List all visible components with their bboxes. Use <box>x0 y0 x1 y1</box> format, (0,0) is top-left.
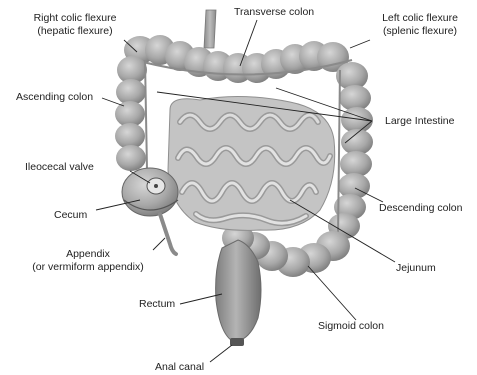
appendix-text: Appendix <box>22 248 154 261</box>
rectum-shape <box>216 240 261 346</box>
label-ileocecal-valve: Ileocecal valve <box>25 161 94 174</box>
hepatic-flexure-text: (hepatic flexure) <box>20 25 130 38</box>
left-colic-flexure-text: Left colic flexure <box>370 12 470 25</box>
appendix-shape <box>160 214 176 254</box>
splenic-flexure-text: (splenic flexure) <box>370 25 470 38</box>
vermiform-appendix-text: (or vermiform appendix) <box>22 261 154 274</box>
label-large-intestine: Large Intestine <box>385 115 454 128</box>
label-appendix: Appendix (or vermiform appendix) <box>22 248 154 274</box>
label-transverse-colon: Transverse colon <box>234 6 314 19</box>
cecum-shape <box>122 168 178 216</box>
ascending-colon-shape <box>115 56 147 171</box>
label-sigmoid-colon: Sigmoid colon <box>318 320 384 333</box>
upper-tube <box>204 10 216 48</box>
right-colic-flexure-text: Right colic flexure <box>20 12 130 25</box>
transverse-colon-shape <box>124 35 352 83</box>
small-intestine-shape <box>168 96 335 230</box>
label-jejunum: Jejunum <box>396 262 436 275</box>
label-right-colic-flexure: Right colic flexure (hepatic flexure) <box>20 12 130 38</box>
label-ascending-colon: Ascending colon <box>16 91 93 104</box>
label-descending-colon: Descending colon <box>379 202 462 215</box>
label-rectum: Rectum <box>139 298 175 311</box>
label-left-colic-flexure: Left colic flexure (splenic flexure) <box>370 12 470 38</box>
label-anal-canal: Anal canal <box>155 361 204 374</box>
label-cecum: Cecum <box>54 209 87 222</box>
